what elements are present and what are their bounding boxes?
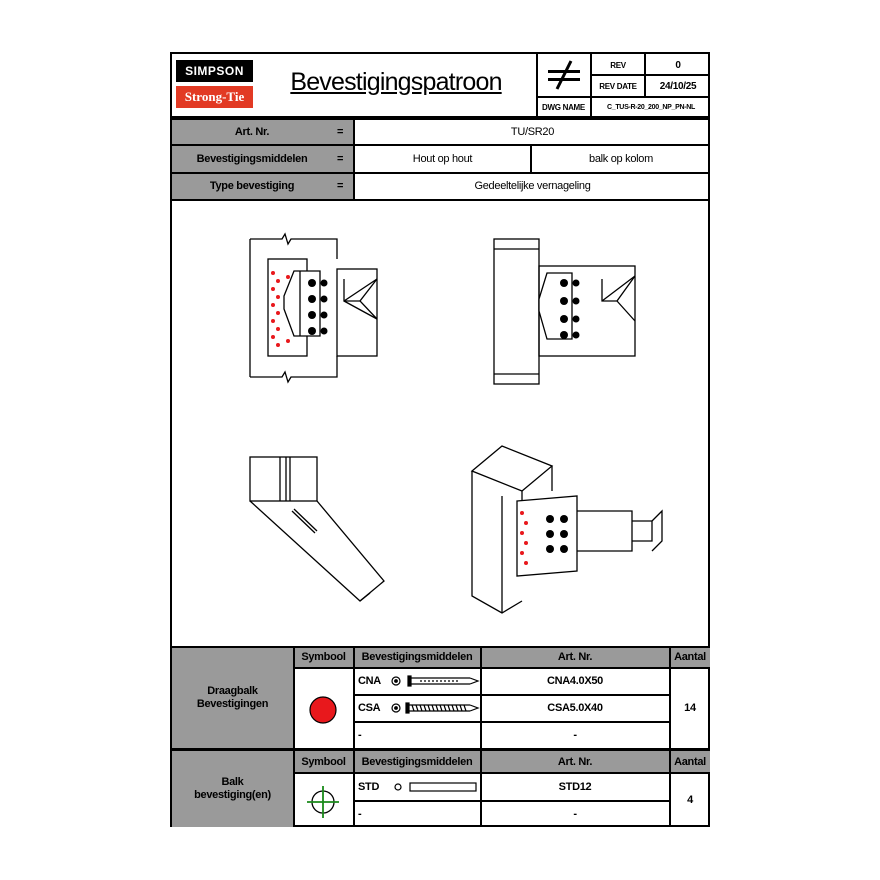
table2-col-means: Bevestigingsmiddelen xyxy=(361,755,473,768)
rev-date-label: REV DATE xyxy=(599,81,637,91)
means-label: Bevestigingsmiddelen xyxy=(196,152,308,165)
table1-section-label: Draagbalk Bevestigingen xyxy=(196,684,269,710)
table2-row2-art: - xyxy=(573,808,577,820)
means-value-1: Hout op hout xyxy=(412,152,473,165)
technical-drawings xyxy=(249,232,663,614)
dwg-name-value: C_TUS-R-20_200_NP_PN-NL xyxy=(606,103,696,111)
table2-col-count: Aantal xyxy=(674,755,706,768)
table1-row1-art: CNA4.0X50 xyxy=(547,675,603,687)
csa-screw-icon xyxy=(391,702,480,714)
table2-row2-means: - xyxy=(358,808,362,820)
table2-count: 4 xyxy=(687,794,693,806)
table1-row1-means: CNA xyxy=(358,675,381,687)
not-equal-icon xyxy=(548,60,580,90)
equals-sign: = xyxy=(336,125,344,138)
table2-col-symbol: Symbool xyxy=(301,755,346,768)
page-title: Bevestigingspatroon xyxy=(290,67,502,96)
type-label: Type bevestiging xyxy=(209,180,295,192)
front-view-drawing xyxy=(249,232,378,384)
table1-col-symbol: Symbool xyxy=(301,651,346,663)
means-value-2: balk op kolom xyxy=(589,152,653,165)
logo-bottom: Strong-Tie xyxy=(176,86,253,108)
equals-sign: = xyxy=(336,152,344,165)
crosshair-symbol-icon xyxy=(307,786,339,818)
std-dowel-icon xyxy=(394,782,477,792)
dwg-name-label: DWG NAME xyxy=(542,102,585,112)
logo: SIMPSON Strong-Tie xyxy=(176,60,253,108)
table1-row3-art: - xyxy=(573,729,577,741)
table1-row2-means: CSA xyxy=(358,702,381,714)
logo-top: SIMPSON xyxy=(176,60,253,82)
table2-row1-art: STD12 xyxy=(558,780,592,793)
art-nr-label: Art. Nr. xyxy=(234,125,270,138)
table2-row1-means: STD xyxy=(358,780,380,793)
table1-row3-means: - xyxy=(358,729,362,741)
equals-sign: = xyxy=(336,180,344,192)
top-view-drawing xyxy=(249,456,385,602)
cna-nail-icon xyxy=(391,675,480,687)
table1-count: 14 xyxy=(684,702,696,714)
table1-col-means: Bevestigingsmiddelen xyxy=(361,651,473,663)
table2-col-art: Art. Nr. xyxy=(557,755,593,768)
table1-col-art: Art. Nr. xyxy=(557,651,593,663)
art-nr-value: TU/SR20 xyxy=(510,125,555,138)
rev-date-value: 24/10/25 xyxy=(659,80,697,92)
rev-label: REV xyxy=(610,60,626,70)
type-value: Gedeeltelijke vernageling xyxy=(474,180,591,192)
isometric-view-drawing xyxy=(470,445,663,614)
table1-col-count: Aantal xyxy=(674,651,706,663)
rev-value: 0 xyxy=(675,59,681,71)
drawing-sheet: SIMPSON Strong-Tie Bevestigingspatroon R… xyxy=(170,52,710,827)
table1-row2-art: CSA5.0X40 xyxy=(547,702,603,714)
nail-symbol-icon xyxy=(309,696,337,724)
table2-section-label: Balk bevestiging(en) xyxy=(194,776,271,801)
side-view-drawing xyxy=(493,238,636,385)
